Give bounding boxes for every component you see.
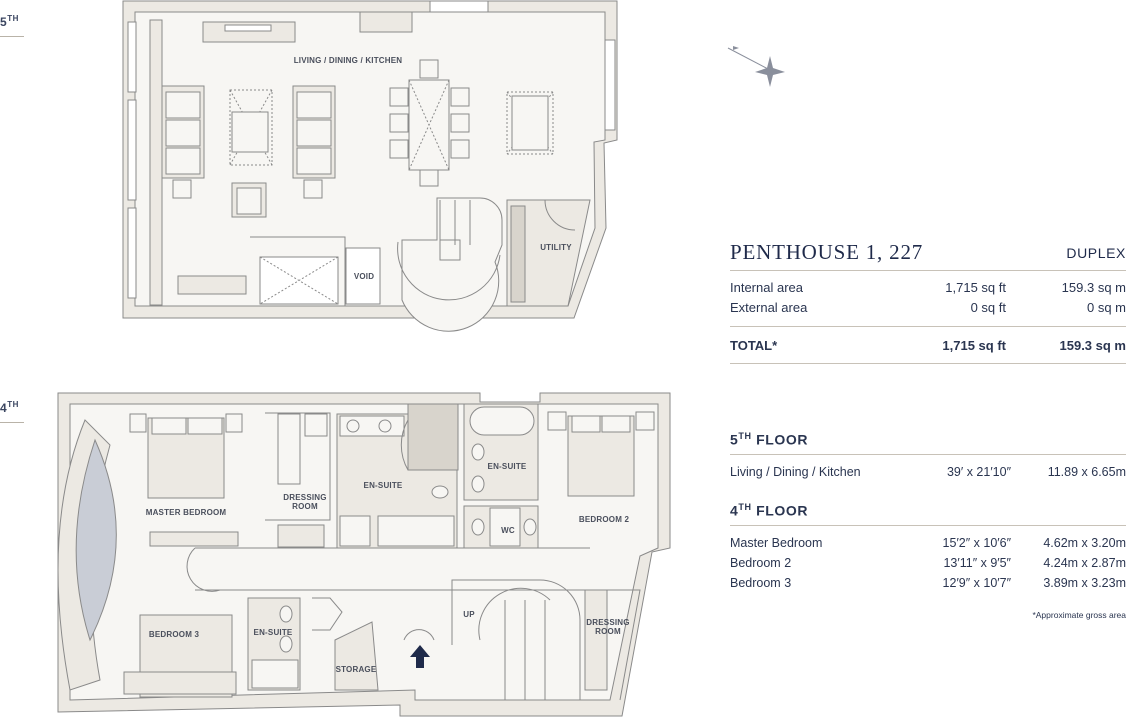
- room-label: ROOM: [292, 502, 318, 511]
- room-label: BEDROOM 3: [149, 630, 200, 639]
- room-label: EN-SUITE: [488, 462, 527, 471]
- area-row: Internal area 1,715 sq ft 159.3 sq m: [730, 280, 1126, 295]
- fourth-floor-plan: [57, 392, 671, 717]
- room-label: DRESSING: [283, 493, 326, 502]
- section-heading-4th-floor: 4TH FLOOR: [730, 502, 809, 519]
- divider: [0, 36, 24, 37]
- entrance-arrow-icon: [410, 645, 430, 668]
- room-label: UTILITY: [540, 243, 572, 252]
- room-label: DRESSING: [586, 618, 629, 627]
- room-row: Master Bedroom 15′2″ x 10′6″ 4.62m x 3.2…: [730, 536, 1126, 550]
- area-row: External area 0 sq ft 0 sq m: [730, 300, 1126, 315]
- total-row: TOTAL* 1,715 sq ft 159.3 sq m: [730, 338, 1126, 353]
- room-row: Living / Dining / Kitchen 39′ x 21′10″ 1…: [730, 465, 1126, 479]
- room-label: EN-SUITE: [254, 628, 293, 637]
- section-heading-5th-floor: 5TH FLOOR: [730, 431, 809, 448]
- divider: [730, 525, 1126, 526]
- room-label: BEDROOM 2: [579, 515, 630, 524]
- divider: [730, 326, 1126, 327]
- room-label: ROOM: [595, 627, 621, 636]
- footnote: *Approximate gross area: [1032, 610, 1126, 620]
- room-label: UP: [463, 610, 475, 619]
- fifth-floor-plan: [122, 0, 618, 332]
- room-label: VOID: [354, 272, 374, 281]
- divider: [730, 270, 1126, 271]
- room-label: EN-SUITE: [364, 481, 403, 490]
- room-row: Bedroom 2 13′11″ x 9′5″ 4.24m x 2.87m: [730, 556, 1126, 570]
- floor-tag-4th: 4TH: [0, 400, 19, 415]
- unit-type: DUPLEX: [1066, 245, 1126, 261]
- floor-plan: LIVING / DINING / KITCHEN UTILITY VOID M…: [57, 0, 671, 717]
- divider: [730, 454, 1126, 455]
- room-label: LIVING / DINING / KITCHEN: [294, 56, 403, 65]
- divider: [730, 363, 1126, 364]
- room-label: STORAGE: [336, 665, 377, 674]
- floor-tag-5th: 5TH: [0, 14, 19, 29]
- listing-header: PENTHOUSE 1, 227 DUPLEX: [730, 240, 1126, 266]
- room-label: MASTER BEDROOM: [146, 508, 227, 517]
- north-compass-icon: [727, 46, 785, 87]
- divider: [0, 422, 24, 423]
- room-row: Bedroom 3 12′9″ x 10′7″ 3.89m x 3.23m: [730, 576, 1126, 590]
- room-label: WC: [501, 526, 515, 535]
- page-title: PENTHOUSE 1, 227: [730, 240, 924, 264]
